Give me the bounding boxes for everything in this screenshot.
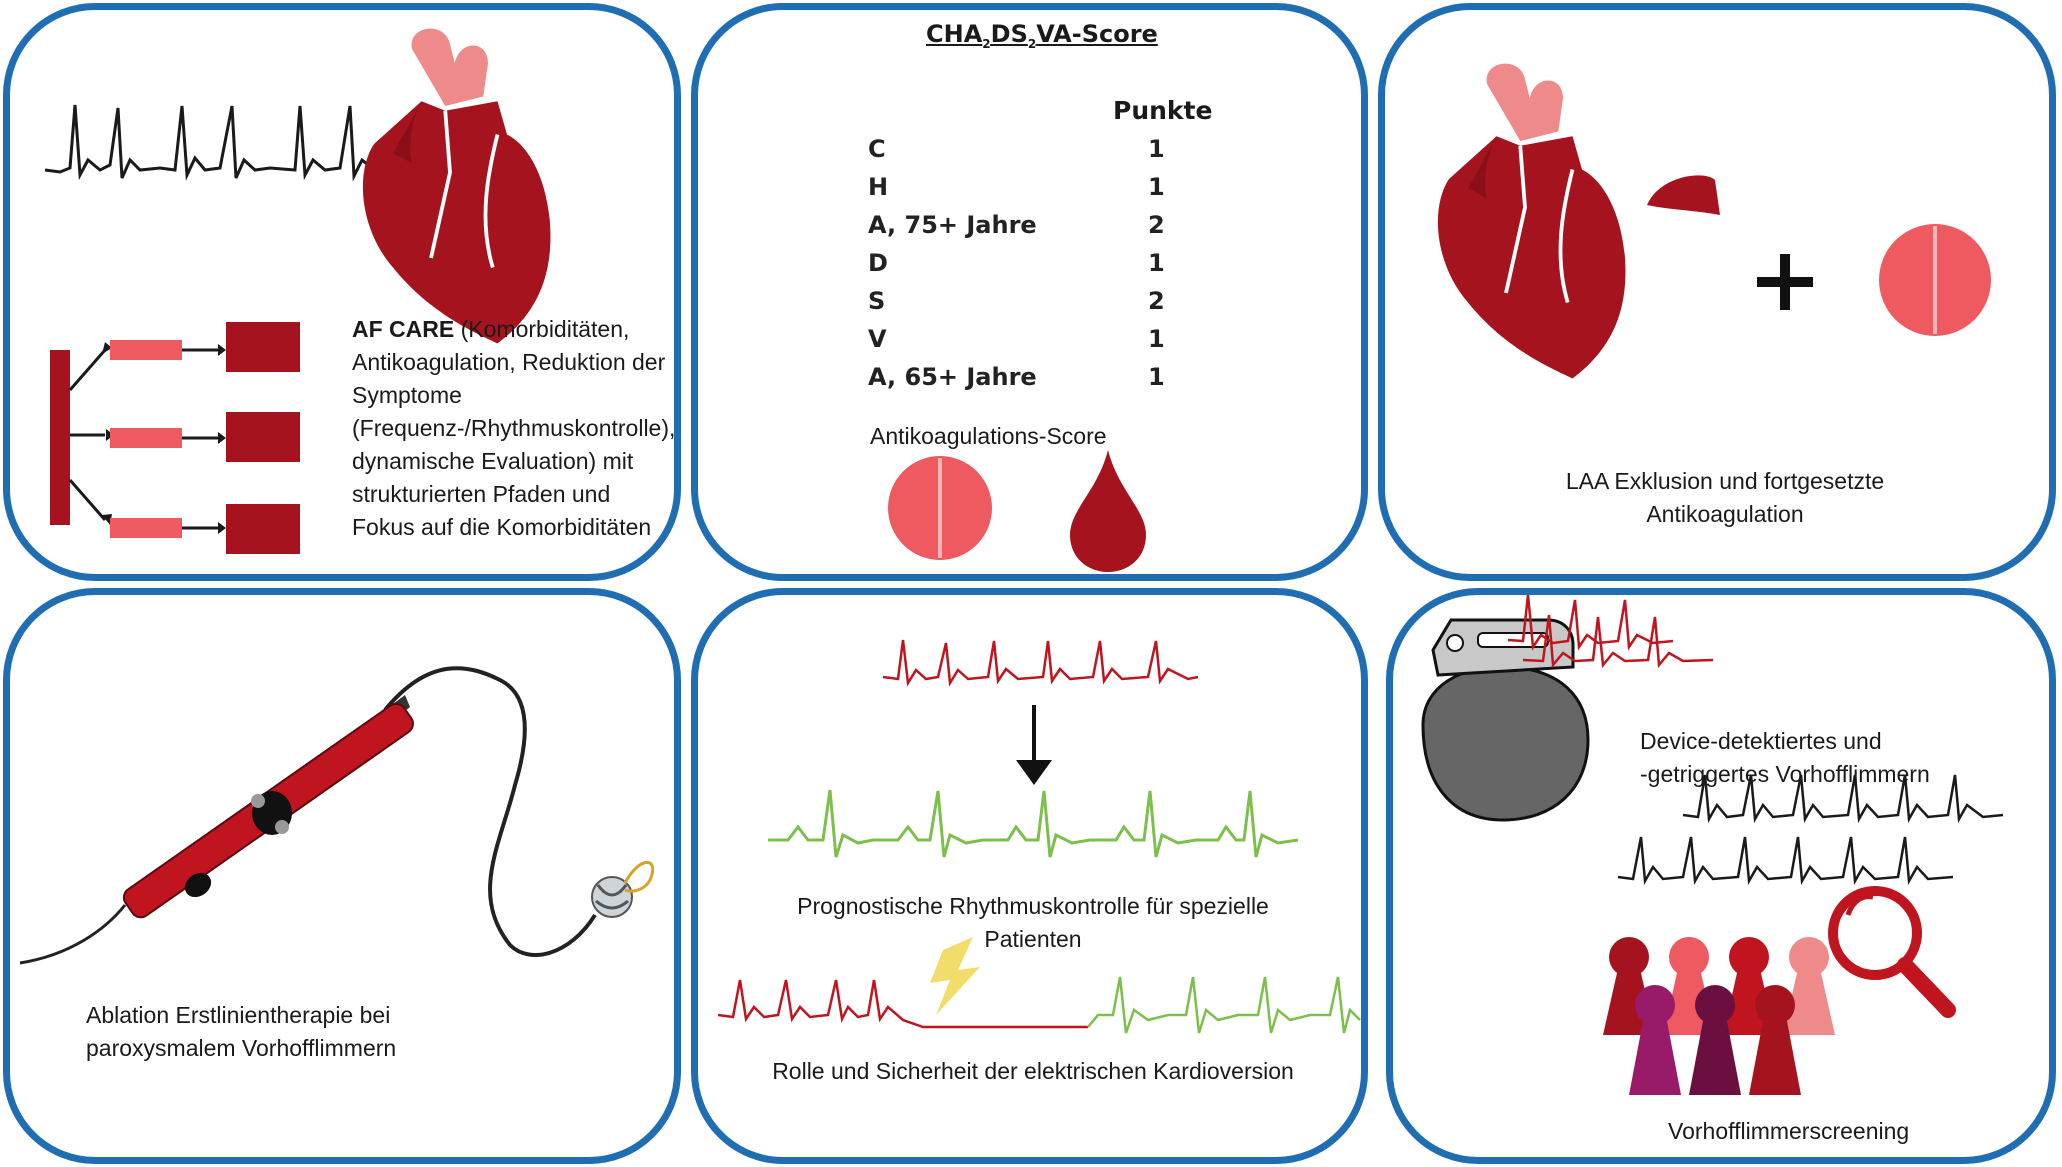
- panel-laa: LAA Exklusion und fortgesetzte Antikoagu…: [1378, 3, 2056, 581]
- rhythm-illustration: [717, 639, 1361, 1034]
- points-column-header: Punkte: [1113, 96, 1213, 125]
- magnifier-icon: [1828, 886, 1956, 1018]
- screening-caption: Vorhofflimmerscreening: [1668, 1118, 1910, 1144]
- pathway-flowchart-icon: [50, 322, 300, 554]
- af-care-description: AF CARE (Komorbiditäten, Antikoagulation…: [352, 313, 676, 544]
- ablation-catheter-icon: [19, 666, 655, 965]
- laa-caption: LAA Exklusion und fortgesetzte Antikoagu…: [1565, 468, 1885, 527]
- ecg-trace-cardioversion-green: [1087, 976, 1361, 1034]
- laa-illustration: [1435, 61, 1991, 381]
- ablation-caption: Ablation Erstlinientherapie bei paroxysm…: [86, 1002, 397, 1061]
- ecg-trace-green: [768, 789, 1299, 858]
- heart-icon: [1435, 61, 1628, 381]
- pacemaker-icon: [1421, 618, 1590, 822]
- panel-screening: Device-detektiertes und -getriggertes Vo…: [1386, 588, 2056, 1164]
- af-care-illustration: [44, 26, 553, 554]
- ecg-trace-screening-1: [1682, 774, 2004, 824]
- panel-rhythm: Prognostische Rhythmuskontrolle für spez…: [691, 588, 1368, 1164]
- arrow-down-icon: [1016, 705, 1052, 785]
- ecg-trace-device-2: [1522, 614, 1714, 669]
- pill-icon: [1879, 224, 1991, 336]
- left-atrial-appendage-icon: [1647, 175, 1720, 215]
- ecg-trace-black: [44, 104, 379, 182]
- ecg-trace-cardioversion-red: [717, 979, 1088, 1029]
- ablation-illustration: [19, 666, 655, 965]
- lightning-bolt-icon: [930, 937, 980, 1015]
- plus-icon: [1757, 254, 1813, 310]
- score-illustration: [888, 450, 1146, 572]
- rhythm-control-caption: Prognostische Rhythmuskontrolle für spez…: [797, 893, 1269, 952]
- ecg-trace-screening-2: [1617, 836, 1954, 886]
- blood-drop-icon: [1070, 450, 1146, 572]
- ecg-trace-device-1: [1507, 595, 1674, 651]
- panel-af-care: AF CARE (Komorbiditäten, Antikoagulation…: [3, 3, 681, 581]
- population-figures-icon: [1603, 937, 1835, 1095]
- pill-icon: [888, 456, 992, 560]
- device-detected-caption: Device-detektiertes und -getriggertes Vo…: [1640, 728, 1930, 787]
- score-title: CHA2DS2VA-Score: [926, 20, 1158, 51]
- af-care-text: (Komorbiditäten, Antikoagulation, Redukt…: [352, 316, 676, 540]
- screening-illustration: [1421, 595, 2004, 1095]
- panel-ablation: Ablation Erstlinientherapie bei paroxysm…: [3, 588, 681, 1164]
- anticoagulation-score-label: Antikoagulations-Score: [870, 423, 1107, 449]
- cardioversion-caption: Rolle und Sicherheit der elektrischen Ka…: [772, 1058, 1294, 1084]
- ecg-trace-red: [882, 639, 1199, 687]
- heart-icon: [360, 26, 553, 346]
- af-care-title: AF CARE: [352, 316, 455, 342]
